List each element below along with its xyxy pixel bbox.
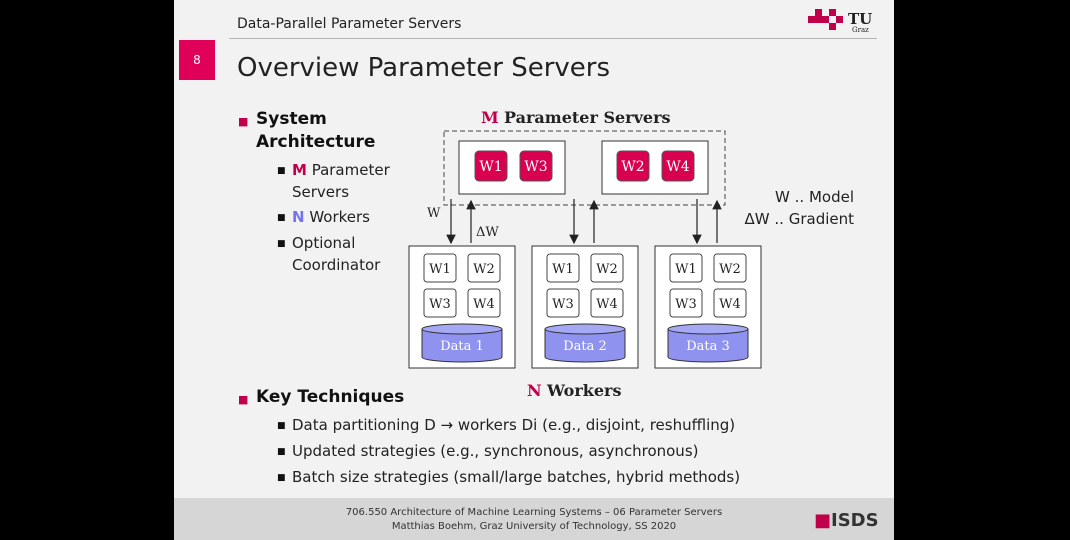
bullet-marker: ■ [238,115,249,128]
bullet-marker: ■ [277,213,286,223]
key-technique-item: Batch size strategies (small/large batch… [292,468,741,486]
worker-weight-label: W1 [675,262,697,277]
header-divider [229,38,877,39]
bullet-marker: ■ [238,393,249,406]
worker-weight-label: W2 [473,262,495,277]
legend-gradient: ΔW .. Gradient [744,210,854,228]
arrow-w-label: W [427,206,441,221]
tu-graz-logo: TU Graz [806,8,886,36]
bullet-parameter-servers: M Parameter Servers [292,161,390,201]
worker-weight [423,288,457,318]
worker-weight-label: W3 [429,297,451,312]
worker-weight-label: W3 [675,297,697,312]
servers-label: Parameter Servers [504,108,671,127]
bullet-marker: ■ [277,447,286,457]
worker-weight [590,253,624,283]
server-weight-label: W1 [479,159,502,175]
worker-weight-label: W1 [552,262,574,277]
server-weight [661,150,695,182]
worker-weight [713,253,747,283]
bullet-marker: ■ [277,473,286,483]
isds-logo: ■ISDS [814,510,879,531]
header-title: Data-Parallel Parameter Servers [237,16,462,32]
data-cylinder [544,329,626,363]
server-weight-label: W4 [666,159,689,175]
bullet-marker: ■ [277,239,286,249]
server-weight [474,150,508,182]
logo-text: TU [848,10,872,28]
server-weight-label: W3 [524,159,547,175]
footer-author: Matthias Boehm, Graz University of Techn… [391,521,677,532]
worker-weight [546,288,580,318]
bullet-marker: ■ [277,421,286,431]
server-weight [519,150,553,182]
worker-weight [467,253,501,283]
parameter-server-diagram: M Parameter Servers W1 W3 W2 W4 W ΔW W1 … [408,108,762,400]
data-label: Data 3 [686,339,730,354]
arrow-dw-label: ΔW [476,225,499,240]
slide-title: Overview Parameter Servers [237,53,611,83]
worker-weight-label: W3 [552,297,574,312]
bullet-system-architecture: System Architecture [256,109,376,152]
worker-weight [669,253,703,283]
servers-label-prefix: M [481,108,499,127]
bullet-optional-coordinator: Optional Coordinator [292,234,381,274]
worker-weight [546,253,580,283]
worker-weight [669,288,703,318]
worker-weight-label: W2 [596,262,618,277]
worker-weight-label: W4 [596,297,618,312]
data-label: Data 1 [440,339,484,354]
worker-weight [467,288,501,318]
worker-weight-label: W2 [719,262,741,277]
page-number: 8 [179,40,215,80]
worker-weight-label: W1 [429,262,451,277]
worker-weight-label: W4 [719,297,741,312]
slide: Data-Parallel Parameter Servers TU Graz … [174,0,894,540]
worker-weight-label: W4 [473,297,495,312]
servers-group-box [443,130,726,206]
logo-sub: Graz [852,26,869,34]
workers-label: Workers [546,381,621,400]
key-technique-item: Updated strategies (e.g., synchronous, a… [292,442,699,460]
server-weight [616,150,650,182]
key-technique-item: Data partitioning D → workers Di (e.g., … [292,416,736,434]
data-label: Data 2 [563,339,607,354]
bullet-marker: ■ [277,166,286,176]
footer [174,498,894,540]
data-cylinder [667,329,749,363]
server-weight-label: W2 [621,159,644,175]
worker-weight [590,288,624,318]
worker-weight [423,253,457,283]
worker-weight [713,288,747,318]
footer-course: 706.550 Architecture of Machine Learning… [345,507,723,518]
legend-model: W .. Model [775,188,854,206]
bullet-key-techniques: Key Techniques [256,387,405,407]
bullet-workers: N Workers [292,208,370,226]
workers-label-prefix: N [527,381,542,400]
data-cylinder [421,329,503,363]
